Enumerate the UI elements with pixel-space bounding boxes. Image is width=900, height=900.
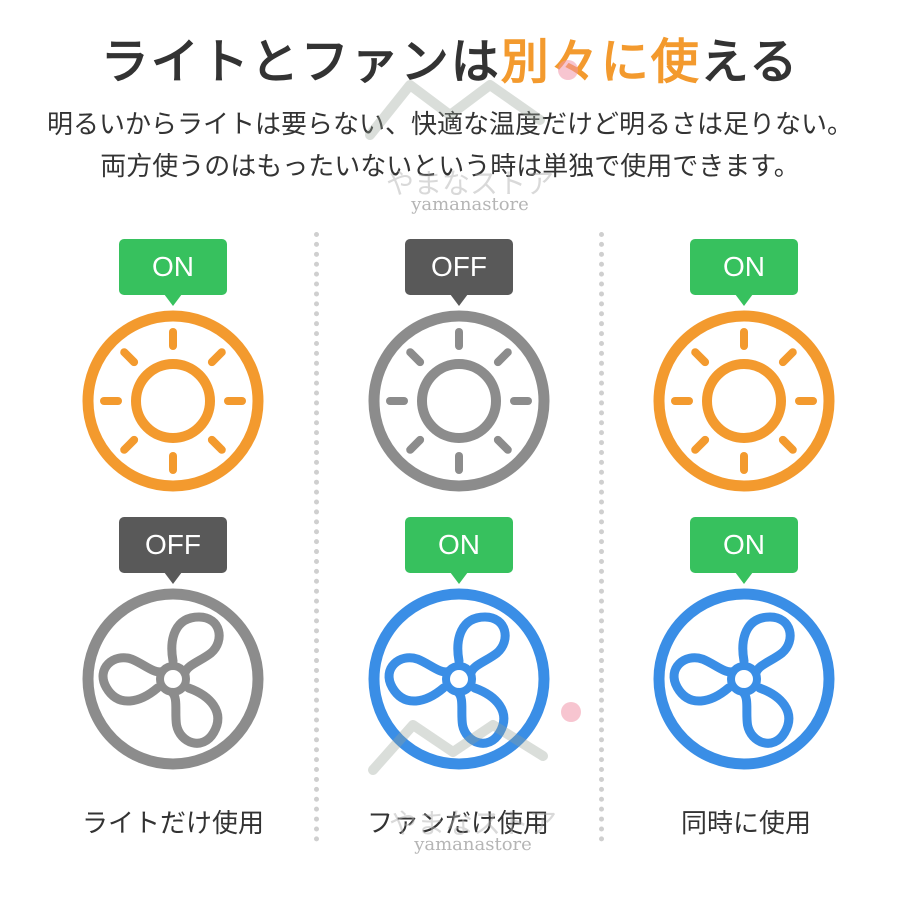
fan-icon (368, 588, 550, 770)
column-divider (314, 232, 319, 842)
caption-fan-only: ファンだけ使用 (366, 809, 549, 839)
fan-status-badge: ON (405, 517, 513, 584)
light-status-badge: ON (690, 239, 798, 306)
title-part-2: に (600, 34, 651, 90)
caption-light-only: ライトだけ使用 (81, 809, 264, 839)
sun-icon (82, 310, 264, 492)
light-status-badge: ON (119, 239, 227, 306)
watermark-latin: yamanastore (411, 194, 529, 215)
column-divider (599, 232, 604, 842)
fan-status-badge: OFF (119, 517, 227, 584)
title-part-1: ライトとファンは (100, 34, 501, 90)
fan-icon (653, 588, 835, 770)
description-line-1: 明るいからライトは要らない、快適な温度だけど明るさは足りない。 (46, 110, 853, 140)
light-status-badge: OFF (405, 239, 513, 306)
sun-icon (368, 310, 550, 492)
caption-both: 同時に使用 (680, 809, 811, 839)
title-accent-1: 別々 (500, 34, 601, 90)
title-accent-2: 使 (650, 34, 701, 90)
title-part-3: える (700, 34, 800, 90)
description-line-2: 両方使うのはもったいないという時は単独で使用できます。 (100, 152, 800, 182)
sun-icon (653, 310, 835, 492)
fan-icon (82, 588, 264, 770)
fan-status-badge: ON (690, 517, 798, 584)
page-title: ライトとファンは別々に使える (0, 22, 900, 92)
